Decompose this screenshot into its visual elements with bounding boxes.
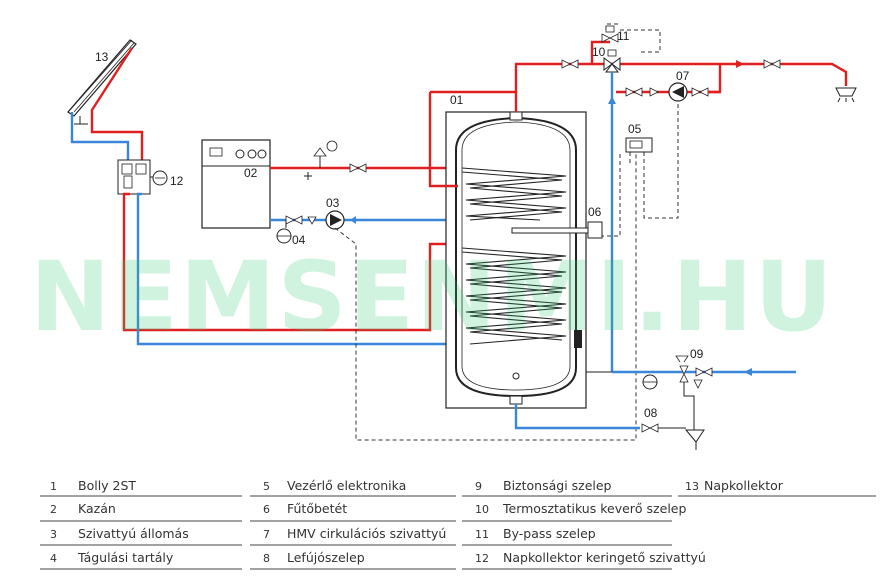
thermostatic-mixer-10: 10 (592, 45, 621, 73)
legend-number: 1 (50, 480, 57, 493)
label-08: 08 (644, 406, 658, 420)
label-10: 10 (592, 45, 606, 59)
lower-heat-exchanger (461, 247, 567, 345)
legend-number: 13 (685, 480, 699, 493)
control-line-pump03 (334, 152, 637, 441)
circulation-pump-07: 07 (625, 69, 709, 102)
control-line-pump07 (643, 100, 679, 219)
label-05: 05 (628, 122, 642, 136)
label-11: 11 (617, 29, 630, 43)
legend-number: 12 (475, 552, 489, 565)
legend-label: Napkollektor (704, 478, 784, 493)
legend-label: Napkollektor keringető szivattyú (503, 550, 706, 565)
legend-label: HMV cirkulációs szivattyú (287, 526, 446, 541)
drain-valve-08: 08 (641, 406, 659, 433)
legend: 1 Bolly 2ST 2 Kazán 3 Szivattyú állomás 4 Tágul… (40, 478, 876, 570)
bypass-valve-11: 11 (601, 25, 630, 43)
label-07: 07 (676, 69, 690, 83)
drain-line (683, 382, 695, 434)
label-12: 12 (170, 174, 184, 188)
label-01: 01 (450, 93, 464, 107)
valve-hot-outlet (561, 59, 579, 69)
legend-label: Kazán (78, 501, 116, 516)
legend-number: 6 (263, 503, 270, 516)
valve-boiler-flow (349, 163, 367, 173)
legend-number: 2 (50, 503, 57, 516)
label-03: 03 (326, 196, 340, 210)
valve-dhw (763, 59, 781, 69)
legend-label: Szivattyú állomás (78, 526, 189, 541)
pipe-solar-return (136, 192, 458, 346)
solar-pump-station: 12 (117, 159, 184, 195)
label-13: 13 (95, 50, 109, 64)
label-02: 02 (244, 166, 258, 180)
legend-number: 4 (50, 552, 57, 565)
control-line-heater (600, 152, 621, 237)
pipe-circulation-return (708, 64, 722, 94)
label-09: 09 (690, 347, 704, 361)
control-line-aux (628, 152, 631, 165)
pipe-collector-cold (70, 112, 130, 160)
label-06: 06 (588, 205, 602, 219)
pipe-bottom-drain (514, 404, 640, 430)
pipe-dhw-supply (616, 62, 848, 86)
legend-number: 11 (475, 528, 489, 541)
controller-05: 05 (625, 122, 653, 153)
shower-head-icon (835, 87, 857, 103)
safety-valve-09: 09 (642, 347, 713, 390)
boiler-kazan: 02 (201, 139, 271, 229)
legend-label: Fűtőbetét (287, 501, 347, 516)
legend-label: Biztonsági szelep (503, 478, 612, 493)
drain-funnel-icon (684, 429, 705, 450)
pipe-hot-outlet-left (430, 90, 518, 112)
upper-heat-exchanger (461, 167, 567, 221)
solar-collector: 13 (67, 39, 137, 125)
control-line-bypass (620, 29, 661, 53)
legend-label: Termosztatikus keverő szelep (502, 501, 686, 516)
legend-number: 3 (50, 528, 57, 541)
label-04: 04 (292, 233, 306, 247)
safety-valve-boiler (304, 140, 338, 180)
legend-label: Vezérlő elektronika (287, 478, 406, 493)
legend-label: By-pass szelep (503, 526, 596, 541)
pipe-coil-upper-link (428, 92, 458, 188)
legend-label: Bolly 2ST (78, 478, 136, 493)
legend-number: 8 (263, 552, 270, 565)
pipe-collector-hot (90, 47, 144, 160)
legend-number: 5 (263, 480, 270, 493)
legend-label: Tágulási tartály (77, 550, 174, 565)
watermark: NEMSENMI.HU (30, 241, 835, 353)
legend-number: 9 (475, 480, 482, 493)
legend-number: 7 (263, 528, 270, 541)
legend-number: 10 (475, 503, 489, 516)
electric-heater-06: 06 (511, 205, 603, 239)
legend-label: Lefújószelep (287, 550, 365, 565)
sensor-port (574, 330, 582, 348)
pump-station-03: 03 (285, 196, 345, 230)
pipe-solar-flow (122, 192, 458, 332)
expansion-tank-04: 04 (276, 220, 306, 247)
